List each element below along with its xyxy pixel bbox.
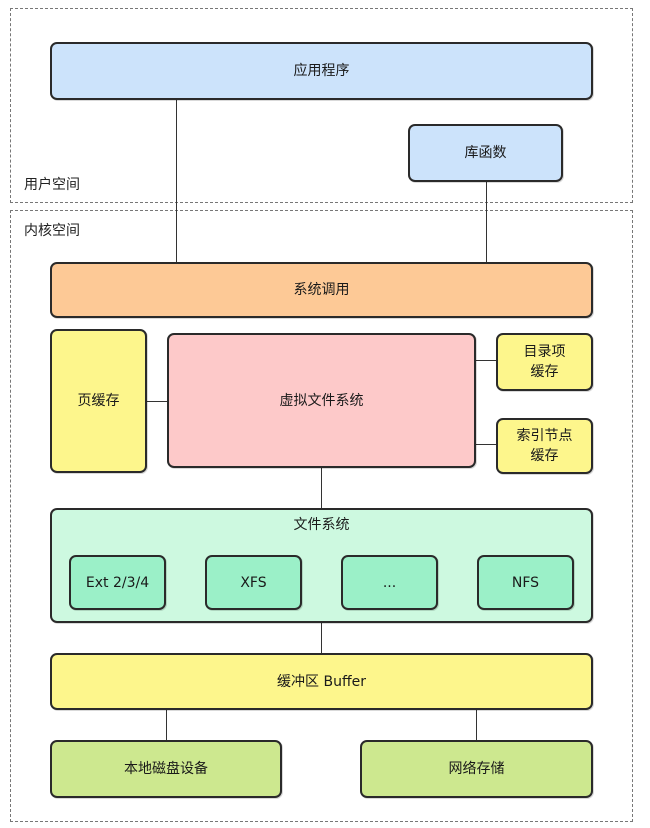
library-functions-box: 库函数	[408, 124, 563, 182]
page-cache-box: 页缓存	[50, 329, 147, 473]
vfs-box: 虚拟文件系统	[167, 333, 476, 468]
connector-app-syscall	[176, 100, 177, 262]
local-disk-box: 本地磁盘设备	[50, 740, 282, 798]
dentry-cache-box: 目录项 缓存	[496, 333, 593, 391]
xfs-box: XFS	[205, 555, 302, 610]
connector-fs-buffer	[321, 623, 322, 653]
user-space-region	[10, 8, 633, 203]
application-box: 应用程序	[50, 42, 593, 100]
connector-buffer-disk	[166, 710, 167, 740]
connector-vfs-dentry	[476, 360, 496, 361]
connector-vfs-inode	[476, 444, 496, 445]
nfs-box: NFS	[477, 555, 574, 610]
kernel-space-label: 内核空间	[24, 223, 80, 239]
file-system-title: 文件系统	[293, 517, 350, 533]
inode-cache-box: 索引节点 缓存	[496, 418, 593, 474]
ext-fs-box: Ext 2/3/4	[69, 555, 166, 610]
connector-pagecache-vfs	[147, 401, 167, 402]
user-space-label: 用户空间	[24, 177, 80, 193]
connector-lib-syscall	[486, 182, 487, 262]
kernel-space-region	[10, 210, 633, 822]
network-storage-box: 网络存储	[360, 740, 593, 798]
connector-vfs-fs	[321, 468, 322, 508]
buffer-box: 缓冲区 Buffer	[50, 653, 593, 710]
connector-buffer-network	[476, 710, 477, 740]
system-call-box: 系统调用	[50, 262, 593, 318]
ellipsis-fs-box: ...	[341, 555, 438, 610]
